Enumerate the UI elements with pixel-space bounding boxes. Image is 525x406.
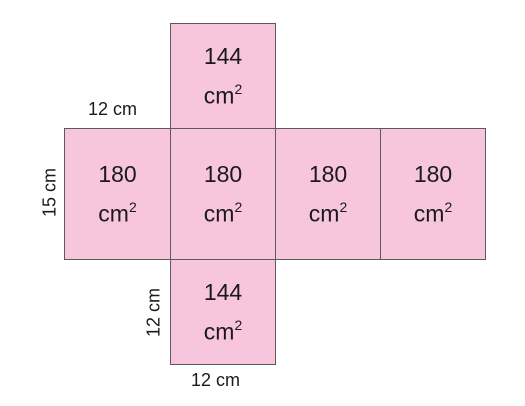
- dimension-bottom-height: 12 cm: [143, 287, 164, 338]
- face-center-value: 180: [203, 161, 243, 188]
- face-top-unit: cm: [203, 82, 235, 109]
- face-top: 144 cm2: [170, 23, 276, 129]
- face-bottom: 144 cm2: [170, 259, 276, 365]
- face-far-right-area: 180 cm2: [414, 157, 452, 231]
- face-right: 180 cm2: [275, 128, 381, 260]
- face-far-right-exp: 2: [444, 199, 453, 216]
- face-right-area: 180 cm2: [309, 157, 347, 231]
- face-bottom-unit: cm: [203, 318, 235, 345]
- dimension-bottom-width: 12 cm: [191, 370, 241, 390]
- dimension-top-width: 12 cm: [88, 99, 138, 119]
- face-top-value: 144: [203, 43, 243, 70]
- face-left: 180 cm2: [64, 128, 171, 260]
- face-center-area: 180 cm2: [204, 157, 242, 231]
- face-left-unit: cm: [98, 200, 129, 227]
- face-center-exp: 2: [234, 199, 243, 216]
- face-far-right-value: 180: [413, 161, 453, 188]
- face-right-value: 180: [308, 161, 348, 188]
- face-bottom-value: 144: [203, 279, 243, 306]
- face-left-value: 180: [98, 161, 137, 188]
- dimension-left-height: 15 cm: [39, 167, 60, 218]
- face-bottom-area: 144 cm2: [204, 275, 242, 349]
- face-far-right: 180 cm2: [380, 128, 486, 260]
- face-bottom-exp: 2: [234, 317, 243, 334]
- face-right-exp: 2: [339, 199, 348, 216]
- face-left-exp: 2: [128, 199, 137, 216]
- face-top-exp: 2: [234, 81, 243, 98]
- face-left-area: 180 cm2: [98, 157, 136, 231]
- face-center: 180 cm2: [170, 128, 276, 260]
- face-right-unit: cm: [308, 200, 340, 227]
- face-center-unit: cm: [203, 200, 235, 227]
- face-top-area: 144 cm2: [204, 39, 242, 113]
- face-far-right-unit: cm: [413, 200, 445, 227]
